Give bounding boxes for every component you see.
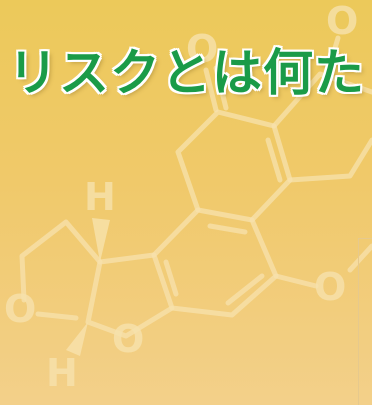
oxygen-atom-label: O bbox=[186, 27, 218, 71]
cyclopentene-ring-bond bbox=[287, 137, 372, 183]
hydrogen-atom-label: H bbox=[84, 175, 116, 219]
benzene-inner-bond bbox=[225, 273, 265, 306]
methoxy-bond bbox=[273, 273, 319, 289]
page-title: リスクとは何た bbox=[8, 43, 365, 102]
oxygen-atom-label: O bbox=[112, 317, 144, 361]
upper-ring-bond bbox=[175, 109, 293, 223]
benzene-inner-bond bbox=[163, 259, 179, 297]
carbonyl-bond bbox=[203, 67, 219, 113]
stereo-wedge bbox=[92, 218, 110, 262]
content-frame-edge bbox=[358, 238, 372, 405]
oxygen-atom-label: O bbox=[326, 0, 358, 43]
furan-ring-bond bbox=[35, 311, 79, 321]
furan-ring-bond bbox=[19, 219, 103, 303]
hydrogen-atom-label: H bbox=[46, 351, 78, 395]
oxygen-atom-label: O bbox=[314, 265, 346, 309]
stereo-wedge bbox=[66, 322, 88, 356]
methoxy-bond bbox=[347, 243, 372, 273]
upper-ring-inner-bond bbox=[265, 137, 283, 183]
oxygen-atom-label: O bbox=[4, 287, 36, 331]
cyclopentene-ring-bond bbox=[271, 71, 372, 129]
carbonyl-bond bbox=[213, 65, 229, 111]
benzene-inner-bond bbox=[207, 223, 248, 235]
carbonyl-bond bbox=[325, 35, 341, 75]
